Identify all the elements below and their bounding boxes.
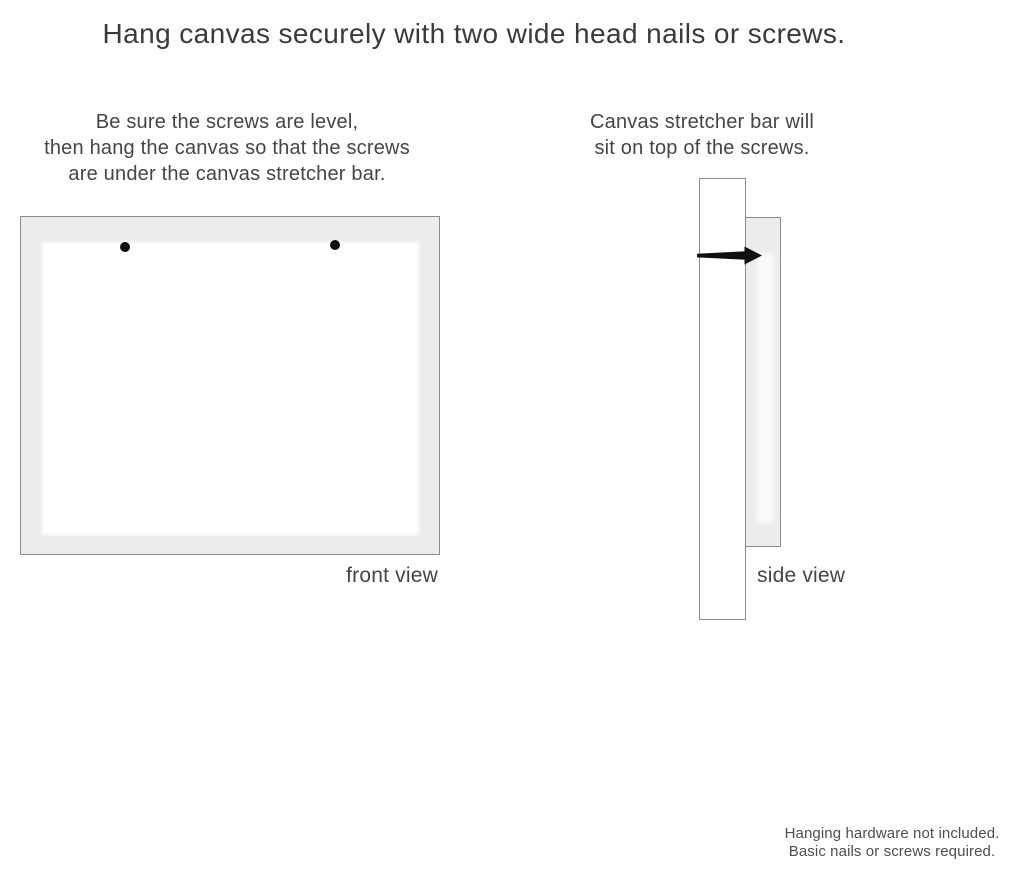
- front-view-label: front view: [346, 564, 438, 587]
- instruction-line: are under the canvas stretcher bar.: [68, 163, 386, 185]
- hardware-note-line: Hanging hardware not included.: [784, 825, 1000, 842]
- stretcher-bar: [699, 178, 746, 620]
- hardware-note: Hanging hardware not included. Basic nai…: [772, 825, 1012, 861]
- front-view-instructions: Be sure the screws are level, then hang …: [27, 109, 427, 187]
- front-view-diagram: [20, 216, 440, 555]
- screw-dot-right: [330, 240, 340, 250]
- instruction-line: Be sure the screws are level,: [95, 111, 359, 133]
- instruction-line: Canvas stretcher bar will: [590, 111, 814, 133]
- page-title: Hang canvas securely with two wide head …: [102, 18, 846, 49]
- screw-dot-left: [120, 242, 130, 252]
- side-view-instructions: Canvas stretcher bar will sit on top of …: [552, 109, 852, 161]
- hardware-note-line: Basic nails or screws required.: [788, 843, 996, 860]
- canvas-side-highlight: [757, 253, 774, 523]
- instruction-line: sit on top of the screws.: [594, 137, 810, 159]
- instruction-line: then hang the canvas so that the screws: [44, 137, 410, 159]
- side-view-label: side view: [757, 564, 846, 587]
- nail-icon: [697, 246, 762, 265]
- canvas-inner-area: [42, 242, 419, 535]
- canvas-side-profile: [744, 217, 781, 547]
